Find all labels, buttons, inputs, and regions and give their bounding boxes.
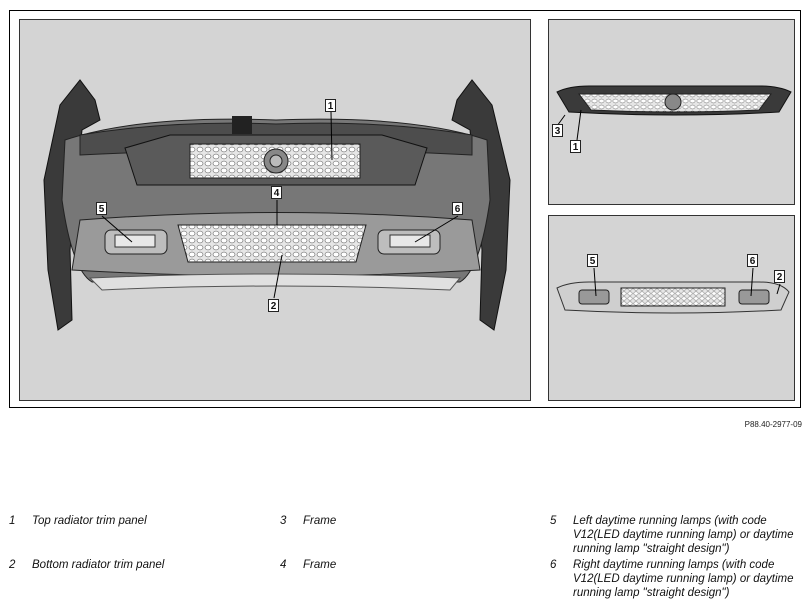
- legend-text: Top radiator trim panel: [32, 515, 147, 527]
- figure-frame: 1 4 5 6 2 3 1: [9, 10, 801, 408]
- bottom-trim-illustration: 5 6 2: [548, 215, 795, 401]
- callout-2: 2: [268, 299, 279, 312]
- callout-1: 1: [325, 99, 336, 112]
- bottom-trim-drawing: [556, 267, 790, 314]
- top-trim-illustration: 3 1: [548, 19, 795, 205]
- legend-num: 5: [550, 515, 557, 527]
- legend-text: Left daytime running lamps (with code V1…: [573, 515, 794, 555]
- callout-2: 2: [774, 270, 785, 283]
- callout-6: 6: [452, 202, 463, 215]
- legend-num: 1: [9, 515, 16, 527]
- legend-text: Right daytime running lamps (with code V…: [573, 559, 794, 599]
- top-trim-drawing: [556, 85, 792, 141]
- legend-num: 6: [550, 559, 557, 571]
- main-bumper-illustration: 1 4 5 6 2: [19, 19, 531, 401]
- legend-num: 2: [9, 559, 16, 571]
- legend-text: Bottom radiator trim panel: [32, 559, 165, 571]
- legend-text: Frame: [303, 515, 337, 527]
- bumper-drawing: [43, 79, 511, 331]
- callout-1: 1: [570, 140, 581, 153]
- figure-code: P88.40-2977-09: [744, 420, 802, 429]
- callout-4: 4: [271, 186, 282, 199]
- legend-num: 3: [280, 515, 287, 527]
- callout-3: 3: [552, 124, 563, 137]
- callout-5: 5: [96, 202, 107, 215]
- callout-6: 6: [747, 254, 758, 267]
- legend-text: Frame: [303, 559, 337, 571]
- legend-num: 4: [280, 559, 287, 571]
- callout-5: 5: [587, 254, 598, 267]
